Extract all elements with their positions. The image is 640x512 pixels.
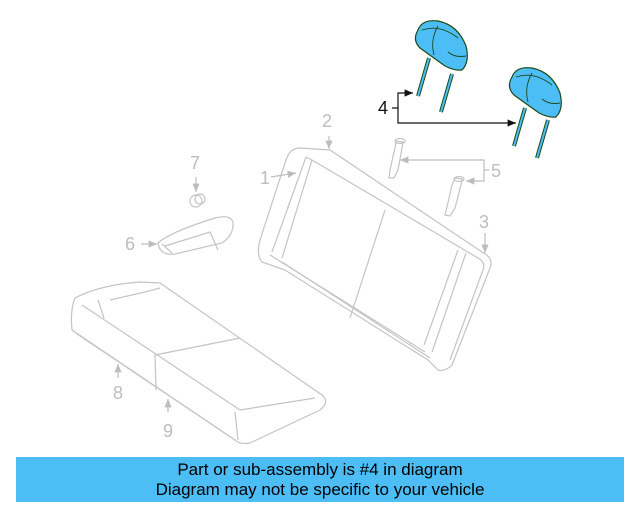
headrest-right[interactable] <box>508 67 562 159</box>
callout-7[interactable]: 7 <box>190 153 200 173</box>
callout-2[interactable]: 2 <box>322 111 332 131</box>
armrest[interactable] <box>157 216 234 255</box>
diagram-caption: Part or sub-assembly is #4 in diagram Di… <box>16 457 624 502</box>
callout-8[interactable]: 8 <box>113 383 123 403</box>
callout-6[interactable]: 6 <box>125 234 135 254</box>
callout-1[interactable]: 1 <box>260 168 270 188</box>
callout-5[interactable]: 5 <box>491 161 501 181</box>
seat-cushion[interactable] <box>70 281 327 445</box>
callout-3[interactable]: 3 <box>479 212 489 232</box>
callout-lines <box>114 89 516 412</box>
headrest-left[interactable] <box>414 20 468 113</box>
callout-4[interactable]: 4 <box>378 98 388 118</box>
caption-line-disclaimer: Diagram may not be specific to your vehi… <box>155 480 485 499</box>
callout-9[interactable]: 9 <box>163 421 173 441</box>
headrest-guides[interactable] <box>388 137 465 217</box>
clip[interactable] <box>189 193 206 208</box>
caption-line-part: Part or sub-assembly is #4 in diagram <box>177 460 463 479</box>
seat-back[interactable] <box>257 147 492 372</box>
callout-labels: 1 2 3 4 5 6 7 8 9 <box>113 98 501 441</box>
